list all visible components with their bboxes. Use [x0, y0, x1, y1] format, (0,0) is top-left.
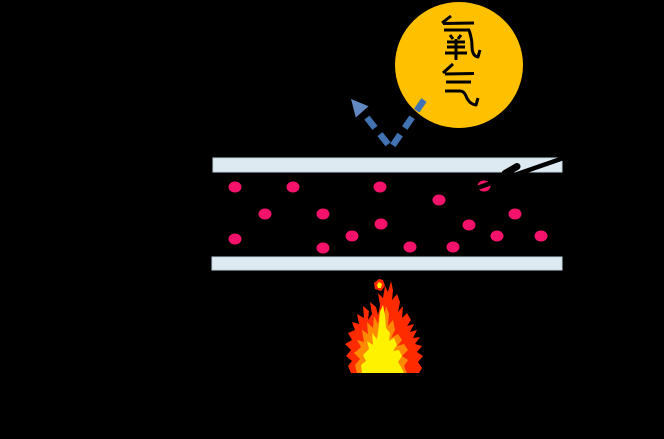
- membrane-bottom-wall: [211, 256, 563, 271]
- flame-core: [361, 305, 404, 373]
- molecule-dot: [316, 242, 330, 254]
- callout: [476, 125, 651, 191]
- membrane-walls: [211, 157, 563, 271]
- flame-spark-core: [377, 282, 382, 288]
- molecule-dot: [490, 230, 504, 242]
- molecule-dot: [432, 194, 446, 206]
- molecule-dot: [462, 219, 476, 231]
- glyph-qi: [441, 62, 480, 107]
- bounce-arrow-dashes: [361, 98, 427, 154]
- molecule-dot: [374, 218, 388, 230]
- flame: [345, 279, 423, 373]
- molecule-dots: [228, 180, 548, 254]
- bounce-arrow: [351, 98, 427, 154]
- molecule-dot: [345, 230, 359, 242]
- callout-line: [476, 125, 651, 191]
- oxygen-bubble-circle: [395, 2, 523, 128]
- molecule-dot: [316, 208, 330, 220]
- membrane-top-wall: [212, 157, 563, 173]
- molecule-dot: [508, 208, 522, 220]
- molecule-dot: [403, 241, 417, 253]
- bounce-arrow-head: [351, 99, 369, 118]
- molecule-dot: [228, 181, 242, 193]
- molecule-dot: [258, 208, 272, 220]
- molecule-dot: [373, 181, 387, 193]
- oxygen-label-glyphs: [441, 14, 482, 107]
- callout-arrowhead-blob: [501, 163, 521, 177]
- molecule-dot: [286, 181, 300, 193]
- molecule-dot: [446, 241, 460, 253]
- molecule-dot: [534, 230, 548, 242]
- oxygen-bubble: [395, 2, 523, 128]
- molecule-dot: [228, 233, 242, 245]
- glyph-yang: [441, 14, 482, 60]
